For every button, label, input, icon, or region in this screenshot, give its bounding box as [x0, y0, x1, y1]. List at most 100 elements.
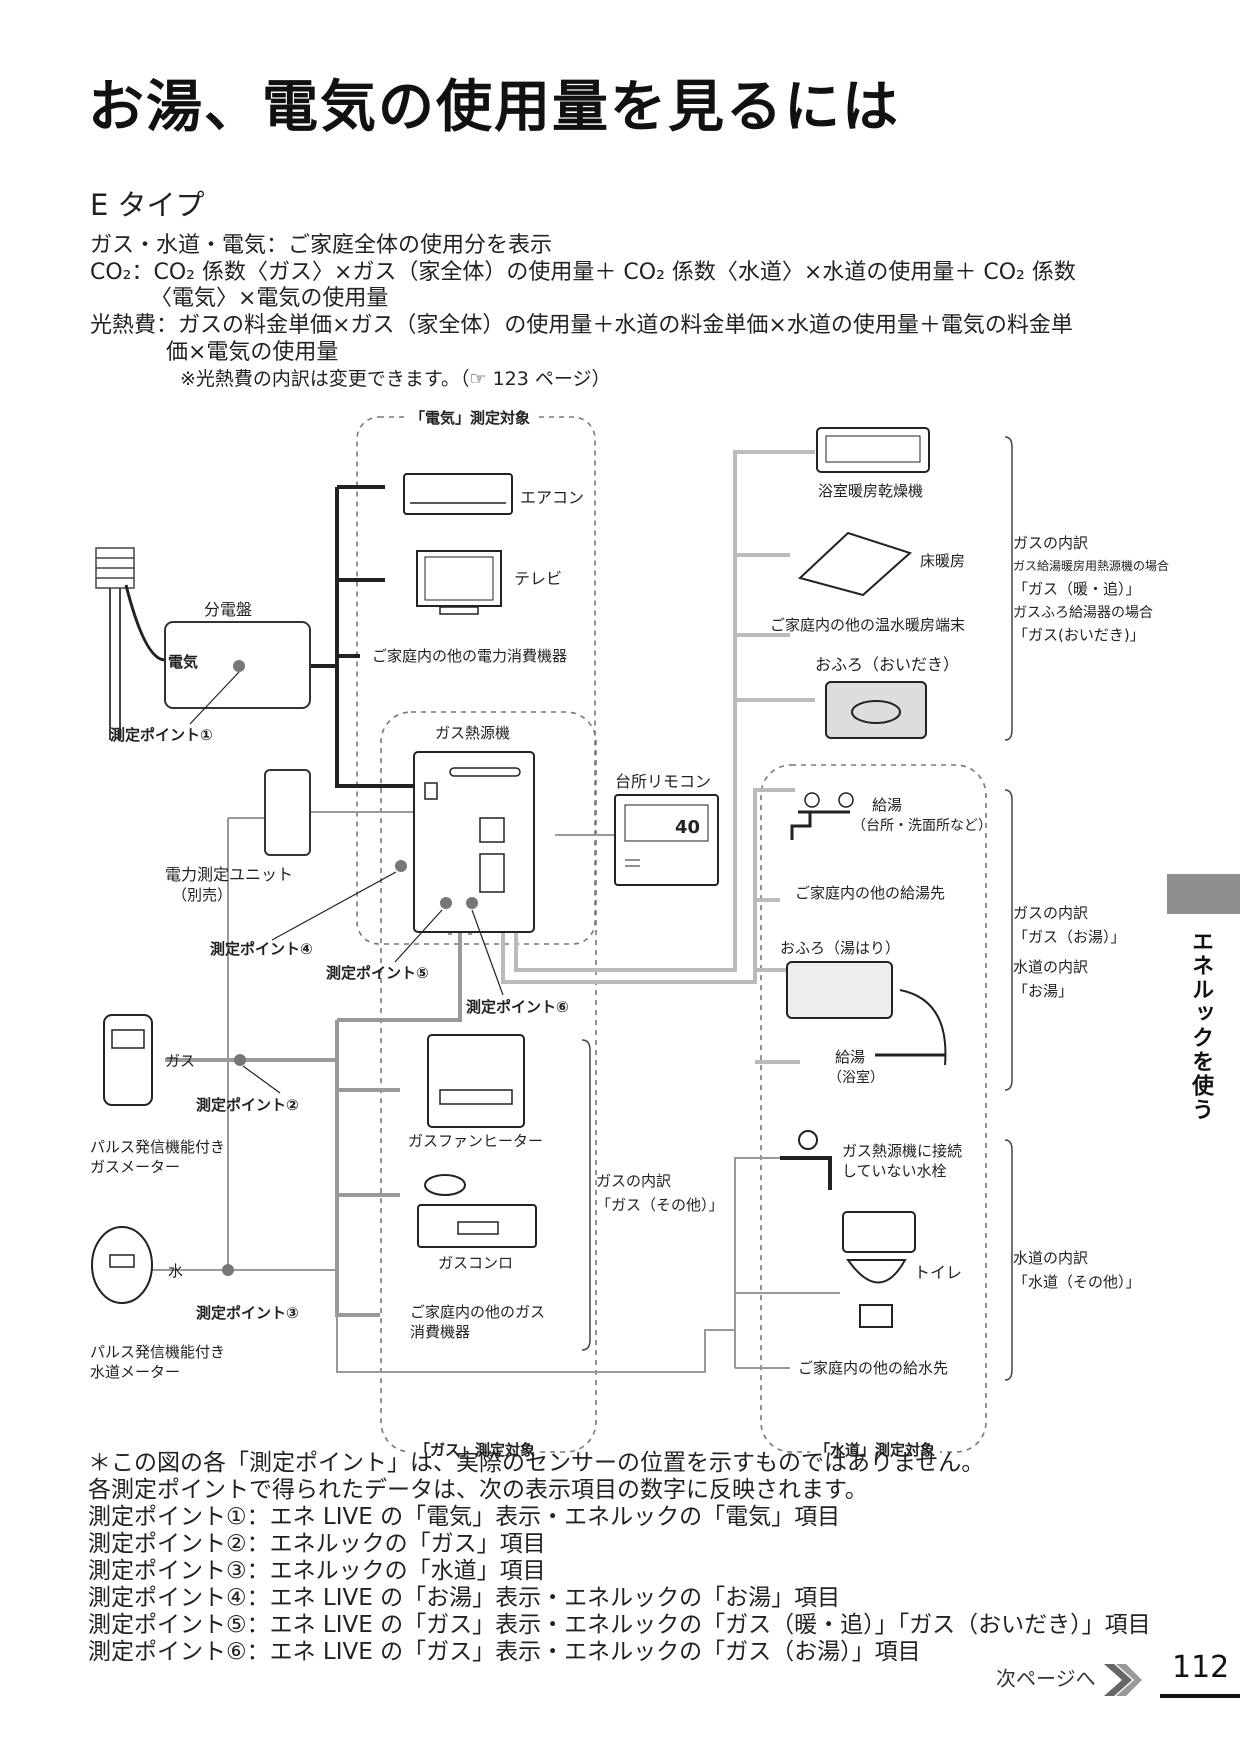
next-page-link[interactable]: 次ページへ	[996, 1662, 1142, 1698]
kyuto-bath-sub: （浴室）	[828, 1069, 884, 1086]
gas-breakdown-other-2: 「ガス（その他）」	[596, 1196, 724, 1214]
gas-heat-source: ガス熱源機	[413, 724, 535, 933]
sokutei-point-4: 測定ポイント④	[210, 940, 313, 958]
zone-gas-border	[380, 711, 597, 1453]
gas-breakdown-heating-1: ガスの内訳	[1013, 534, 1088, 552]
zone-denki-label: 「電気」測定対象	[410, 409, 530, 427]
water-lines	[150, 811, 840, 1373]
power-unit-label: 電力測定ユニット	[165, 865, 293, 884]
aircon: エアコン	[403, 473, 584, 515]
note-line: 測定ポイント⑥：エネ LIVE の「ガス」表示・エネルックの「ガス（お湯）」項目	[88, 1639, 921, 1665]
ofuro-yuhari: おふろ（湯はり）	[780, 939, 947, 1066]
water-breakdown-other-1: 水道の内訳	[1013, 1249, 1088, 1267]
bathroom-dryer: 浴室暖房乾燥機	[816, 427, 930, 500]
toilet: トイレ	[842, 1211, 962, 1328]
definition-line: 光熱費：ガスの料金単価×ガス（家全体）の使用量＋水道の料金単価×水道の使用量＋電…	[90, 313, 1073, 338]
remote-display: 40	[675, 817, 700, 838]
next-arrow-icon	[1103, 1664, 1142, 1696]
next-page-label: 次ページへ	[996, 1666, 1096, 1691]
tv-label: テレビ	[514, 569, 562, 588]
faucet-label-2: していない水栓	[842, 1162, 947, 1180]
kyuto-kitchen: 給湯 （台所・洗面所など）	[790, 792, 992, 840]
other-gas-label-2: 消費機器	[410, 1323, 470, 1341]
gas-breakdown-hotwater-1: ガスの内訳	[1013, 904, 1088, 922]
gas-breakdown-hotwater-4: 「お湯」	[1013, 982, 1073, 1000]
ofuro-oidaki: おふろ（おいだき）	[815, 655, 959, 739]
type-label: E タイプ	[90, 188, 205, 222]
gas-label: ガス	[165, 1052, 195, 1070]
gas-breakdown-heating-4: ガスふろ給湯器の場合	[1013, 604, 1153, 621]
other-hot-water-heating-label: ご家庭内の他の温水暖房端末	[770, 616, 965, 634]
power-unit: 電力測定ユニット （別売）	[165, 769, 407, 904]
note-line: 測定ポイント⑤：エネ LIVE の「ガス」表示・エネルックの「ガス（暖・追）」「…	[88, 1612, 1151, 1638]
water-meter: 水 パルス発信機能付き 水道メーター	[90, 1226, 234, 1381]
ofuro-yuhari-label: おふろ（湯はり）	[780, 939, 900, 957]
page-number-rule	[1160, 1694, 1240, 1698]
zone-denki-border	[356, 416, 596, 945]
kyuto-sub: （台所・洗面所など）	[852, 818, 992, 834]
other-gas-label-1: ご家庭内の他のガス	[410, 1303, 545, 1321]
note-line: 測定ポイント④：エネ LIVE の「お湯」表示・エネルックの「お湯」項目	[88, 1585, 841, 1611]
other-hot-water-label: ご家庭内の他の給湯先	[795, 884, 945, 902]
faucet: ガス熱源機に接続 していない水栓	[780, 1130, 962, 1190]
definition-line: CO₂：CO₂ 係数〈ガス〉×ガス（家全体）の使用量＋ CO₂ 係数〈水道〉×水…	[90, 260, 1076, 285]
other-power-label: ご家庭内の他の電力消費機器	[372, 647, 567, 665]
gas-breakdown-other-1: ガスの内訳	[596, 1172, 671, 1190]
bathroom-dryer-label: 浴室暖房乾燥機	[818, 482, 923, 500]
gas-stove-label: ガスコンロ	[438, 1254, 513, 1272]
definition-line: 価×電気の使用量	[166, 340, 339, 365]
toilet-label: トイレ	[914, 1263, 962, 1282]
fan-heater-label: ガスファンヒーター	[408, 1132, 543, 1150]
pole-and-panel: 分電盤 電気	[95, 547, 311, 740]
note-line: 測定ポイント③：エネルックの「水道」項目	[88, 1558, 546, 1584]
note-line: 測定ポイント②：エネルックの「ガス」項目	[88, 1531, 546, 1557]
gas-breakdown-heating-5: 「ガス(おいだき)」	[1013, 626, 1145, 644]
bunden-label: 分電盤	[204, 600, 252, 619]
gas-stove: ガスコンロ	[417, 1174, 537, 1272]
faucet-label-1: ガス熱源機に接続	[842, 1142, 962, 1160]
gas-breakdown-hotwater-3: 水道の内訳	[1013, 958, 1088, 976]
water-meter-label-1: パルス発信機能付き	[90, 1343, 225, 1361]
definition-line: ガス・水道・電気：ご家庭全体の使用分を表示	[90, 233, 553, 258]
gas-heat-source-label: ガス熱源機	[435, 724, 510, 742]
sokutei-point-1: 測定ポイント①	[110, 726, 213, 744]
floor-heating-label: 床暖房	[920, 552, 965, 570]
sokutei-point-2: 測定ポイント②	[196, 1096, 299, 1114]
definition-line: 〈電気〉×電気の使用量	[150, 286, 389, 311]
aircon-label: エアコン	[520, 488, 584, 507]
zone-gas-label: 「ガス」測定対象	[415, 1441, 535, 1459]
pointer-lines	[189, 671, 504, 1094]
kitchen-remote-label: 台所リモコン	[615, 772, 711, 791]
power-unit-sub: （別売）	[172, 886, 232, 904]
side-tab-label: エネルックを使う	[1188, 930, 1213, 1122]
gas-meter-label-1: パルス発信機能付き	[90, 1138, 225, 1156]
ofuro-oidaki-label: おふろ（おいだき）	[815, 655, 959, 674]
gas-meter: ガス パルス発信機能付き ガスメーター	[90, 1014, 246, 1176]
note-line: 各測定ポイントで得られたデータは、次の表示項目の数字に反映されます。	[88, 1477, 868, 1503]
sokutei-point-5: 測定ポイント⑤	[326, 964, 429, 982]
page-number: 112	[1172, 1650, 1230, 1685]
water-breakdown-other-2: 「水道（その他）」	[1013, 1273, 1141, 1291]
gas-breakdown-heating-3: 「ガス（暖・追）」	[1013, 580, 1141, 598]
zone-suido-label: 「水道」測定対象	[815, 1441, 935, 1459]
gas-breakdown-heating-2: ガス給湯暖房用熱源機の場合	[1013, 558, 1169, 573]
kyuto-label: 給湯	[872, 796, 902, 814]
kitchen-remote: 台所リモコン 40	[614, 772, 719, 886]
brackets	[581, 436, 1013, 1381]
fan-heater: ガスファンヒーター	[408, 1034, 543, 1150]
sokutei-point-3: 測定ポイント③	[196, 1304, 299, 1322]
gas-meter-label-2: ガスメーター	[90, 1158, 180, 1176]
water-meter-label-2: 水道メーター	[90, 1363, 180, 1381]
hot-water-lines	[501, 450, 815, 1064]
kyuto-bath: 給湯 （浴室）	[828, 1048, 945, 1086]
side-tab-marker	[1167, 874, 1240, 914]
definition-note: ※光熱費の内訳は変更できます。（☞ 123 ページ）	[180, 368, 611, 390]
kyuto-bath-label: 給湯	[835, 1048, 865, 1066]
page-title: お湯、電気の使用量を見るには	[88, 75, 900, 140]
gas-breakdown-hotwater-2: 「ガス（お湯）」	[1013, 928, 1126, 946]
zone-suido-border	[760, 764, 987, 1453]
denki-label: 電気	[168, 653, 198, 671]
other-water-label: ご家庭内の他の給水先	[798, 1359, 948, 1377]
note-line: ＊この図の各「測定ポイント」は、実際のセンサーの位置を示すものではありません。	[88, 1450, 985, 1476]
